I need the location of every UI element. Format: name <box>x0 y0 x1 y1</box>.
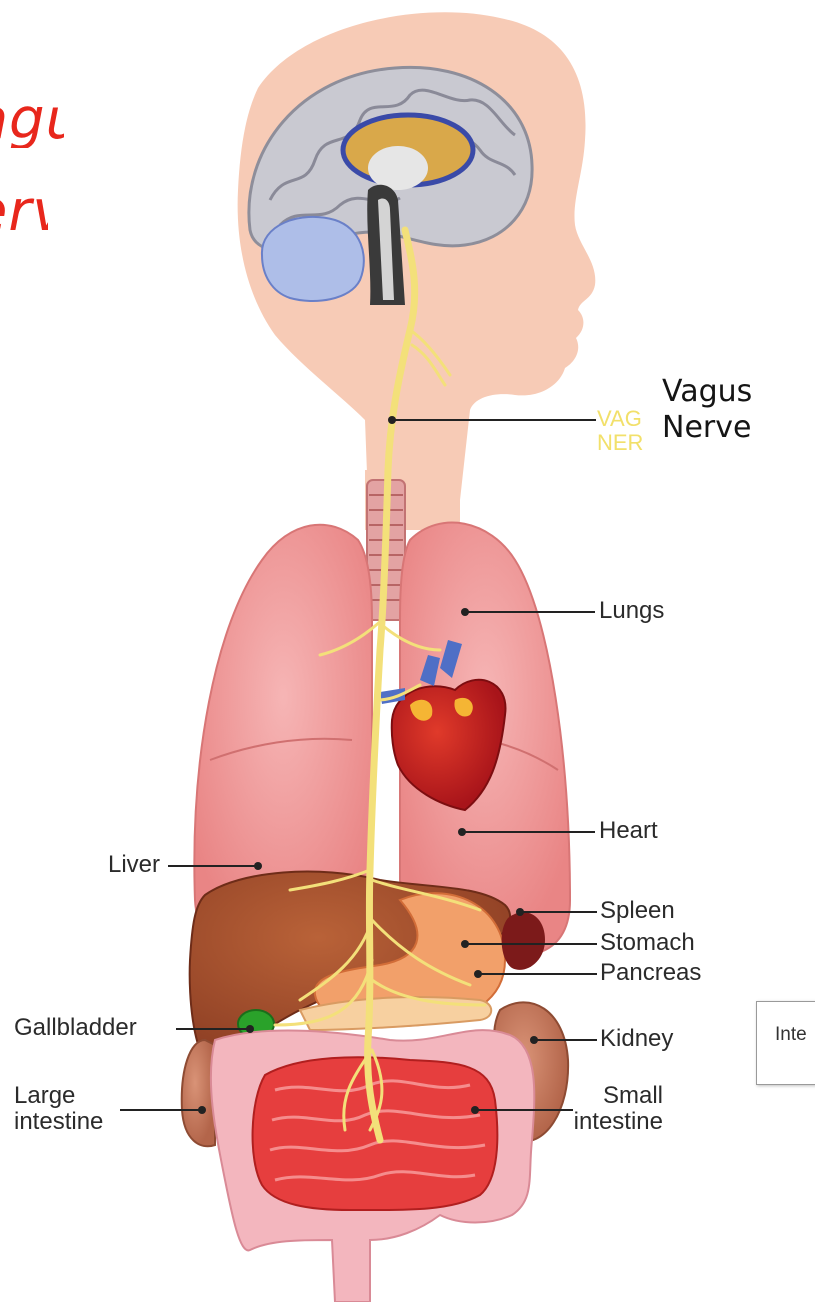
spleen <box>502 912 545 970</box>
vagus-illustration-label-line2: NERVE <box>597 431 643 455</box>
small-intestine-label: Small intestine <box>553 1083 663 1135</box>
lungs-label: Lungs <box>599 598 664 624</box>
gallbladder-label: Gallbladder <box>14 1015 137 1041</box>
vagus-label-line2: Nerve <box>662 410 752 446</box>
pancreas-label: Pancreas <box>600 960 701 986</box>
title-line1: Vagus <box>0 92 64 148</box>
spleen-label: Spleen <box>600 898 675 924</box>
vagus-illustration-label-line1: VAGUS <box>597 407 643 431</box>
vagus-nerve-label: Vagus Nerve <box>662 374 752 446</box>
stomach-label: Stomach <box>600 930 695 956</box>
vagus-illustration-label: VAGUS NERVE <box>597 407 643 455</box>
kidney-label: Kidney <box>600 1026 673 1052</box>
cropped-label-box: Inte <box>756 1001 815 1085</box>
heart-label: Heart <box>599 818 658 844</box>
kidney-left-organ <box>182 1040 215 1146</box>
thalamus <box>368 146 428 190</box>
vagus-label-line1: Vagus <box>662 374 752 410</box>
title-line2: Nerve <box>0 184 48 240</box>
liver-label: Liver <box>108 852 160 878</box>
cropped-box-text: Inte <box>775 1024 807 1046</box>
cerebellum <box>262 217 364 301</box>
large-intestine-label: Large intestine <box>14 1083 124 1135</box>
